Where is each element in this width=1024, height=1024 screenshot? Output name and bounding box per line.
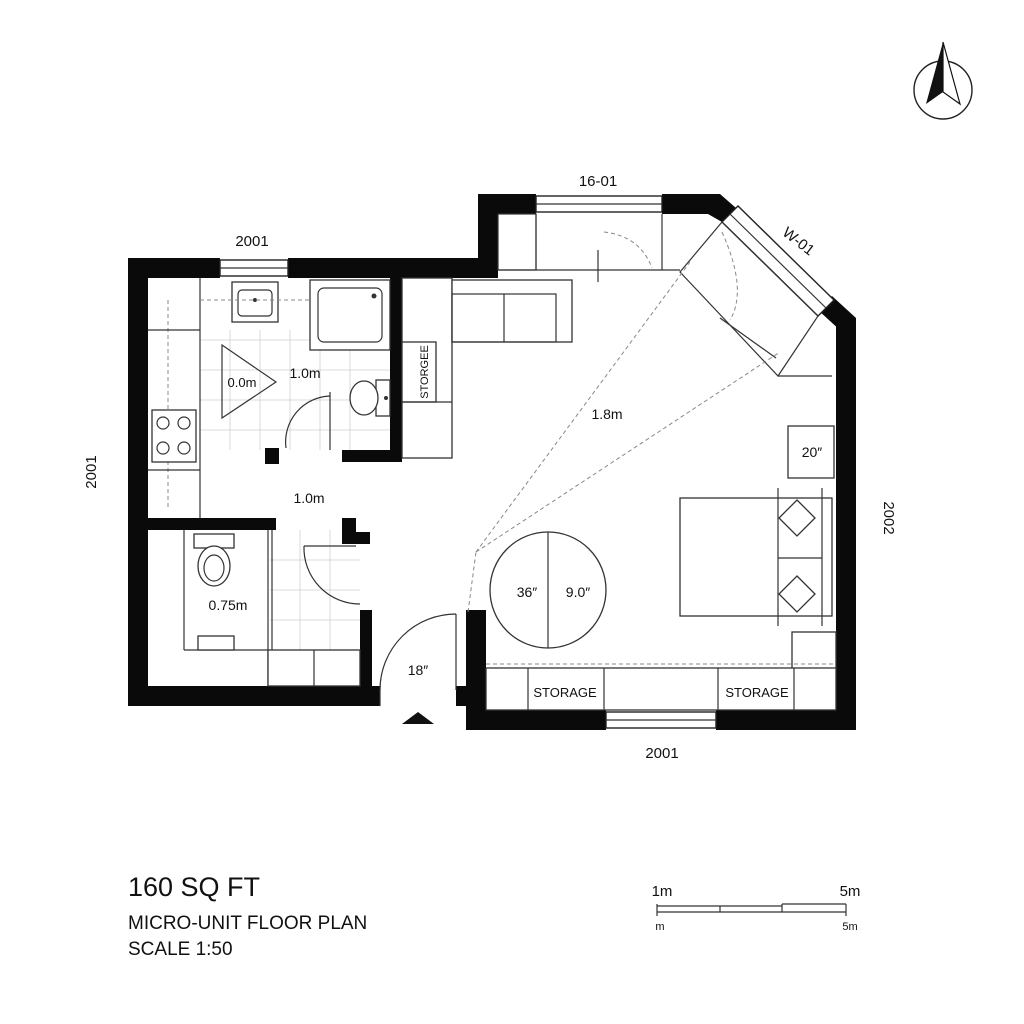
bottom-counter xyxy=(485,663,837,711)
toilet-lower xyxy=(193,533,235,587)
scale-label-right-bottom: 5m xyxy=(842,921,857,933)
window-top-bay-label: 16-01 xyxy=(579,173,617,190)
storage-vertical-label: STORGEE xyxy=(419,345,431,399)
sofa xyxy=(451,279,573,343)
sight-lines xyxy=(467,261,781,613)
dim-nightstand: 20″ xyxy=(802,444,823,460)
wc-bin xyxy=(197,635,235,651)
lower-cabinets xyxy=(267,649,361,687)
dim-hall: 1.0m xyxy=(293,490,324,506)
title-subtitle: MICRO-UNIT FLOOR PLAN xyxy=(128,913,368,934)
kitchen-counter xyxy=(148,278,201,518)
interior-walls xyxy=(148,278,402,694)
scale-label-left-bottom: m xyxy=(655,921,664,933)
shower-triangle xyxy=(221,343,278,420)
scale-label-left-top: 1m xyxy=(652,883,673,900)
storage-bottom-right-label: STORAGE xyxy=(725,685,789,700)
north-arrow-icon xyxy=(913,41,973,120)
round-table xyxy=(489,531,607,649)
dim-shower: 0.0m xyxy=(228,375,257,390)
storage-bottom-left-label: STORAGE xyxy=(533,685,597,700)
bathroom-sink xyxy=(231,281,279,323)
cooktop xyxy=(151,409,197,463)
window-bottom xyxy=(605,711,717,729)
window-bottom-label: 2001 xyxy=(645,745,678,762)
entry-arrow-icon xyxy=(402,712,434,724)
entry-door xyxy=(379,613,457,706)
toilet-upper xyxy=(349,379,391,417)
scale-bar xyxy=(656,903,847,916)
scale-label-right-top: 5m xyxy=(840,883,861,900)
storage-column xyxy=(401,277,453,459)
dim-diagonal: 1.8m xyxy=(591,406,622,422)
dim-wc: 0.75m xyxy=(209,597,248,613)
window-top-left xyxy=(219,259,289,277)
window-diagonal xyxy=(679,205,835,377)
wall-right-label: 2002 xyxy=(880,501,897,534)
hall-door xyxy=(303,545,361,605)
title-area: 160 SQ FT xyxy=(128,872,261,902)
bathroom-door xyxy=(285,392,331,450)
bed xyxy=(679,488,833,626)
table-left-label: 36″ xyxy=(517,584,538,600)
title-scale: SCALE 1:50 xyxy=(128,939,233,960)
wall-left-label: 2001 xyxy=(83,455,100,488)
nightstand-top xyxy=(787,425,835,479)
bathtub xyxy=(309,279,391,351)
window-top-bay xyxy=(497,195,680,282)
table-right-label: 9.0″ xyxy=(566,584,590,600)
dim-bath-width: 1.0m xyxy=(289,365,320,381)
dim-entry-door: 18″ xyxy=(408,662,429,678)
window-top-left-label: 2001 xyxy=(235,233,268,250)
